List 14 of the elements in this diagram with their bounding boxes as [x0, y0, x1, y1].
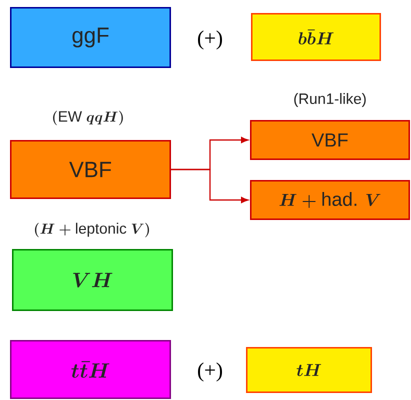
arrow — [171, 168, 248, 204]
plus-sign: (+) — [198, 30, 222, 50]
process-box: ggF — [10, 7, 171, 68]
node-caption: $(H + \text{leptonic } V)$ — [34, 222, 150, 238]
process-box: $VH$ — [12, 249, 173, 311]
process-box: $tH$ — [246, 347, 372, 393]
process-box: $H + \text{had. } V$ — [250, 180, 410, 220]
node-caption: $(\text{EW}\ qqH)$ — [53, 110, 123, 126]
process-box: $t\bar{t}H$ — [10, 340, 171, 399]
node-caption: (Run1-like) — [294, 93, 366, 107]
process-box: $b\bar{b}H$ — [251, 13, 381, 61]
process-box: VBF — [10, 140, 171, 199]
process-box: VBF — [250, 120, 410, 160]
plus-sign: (+) — [198, 362, 222, 382]
